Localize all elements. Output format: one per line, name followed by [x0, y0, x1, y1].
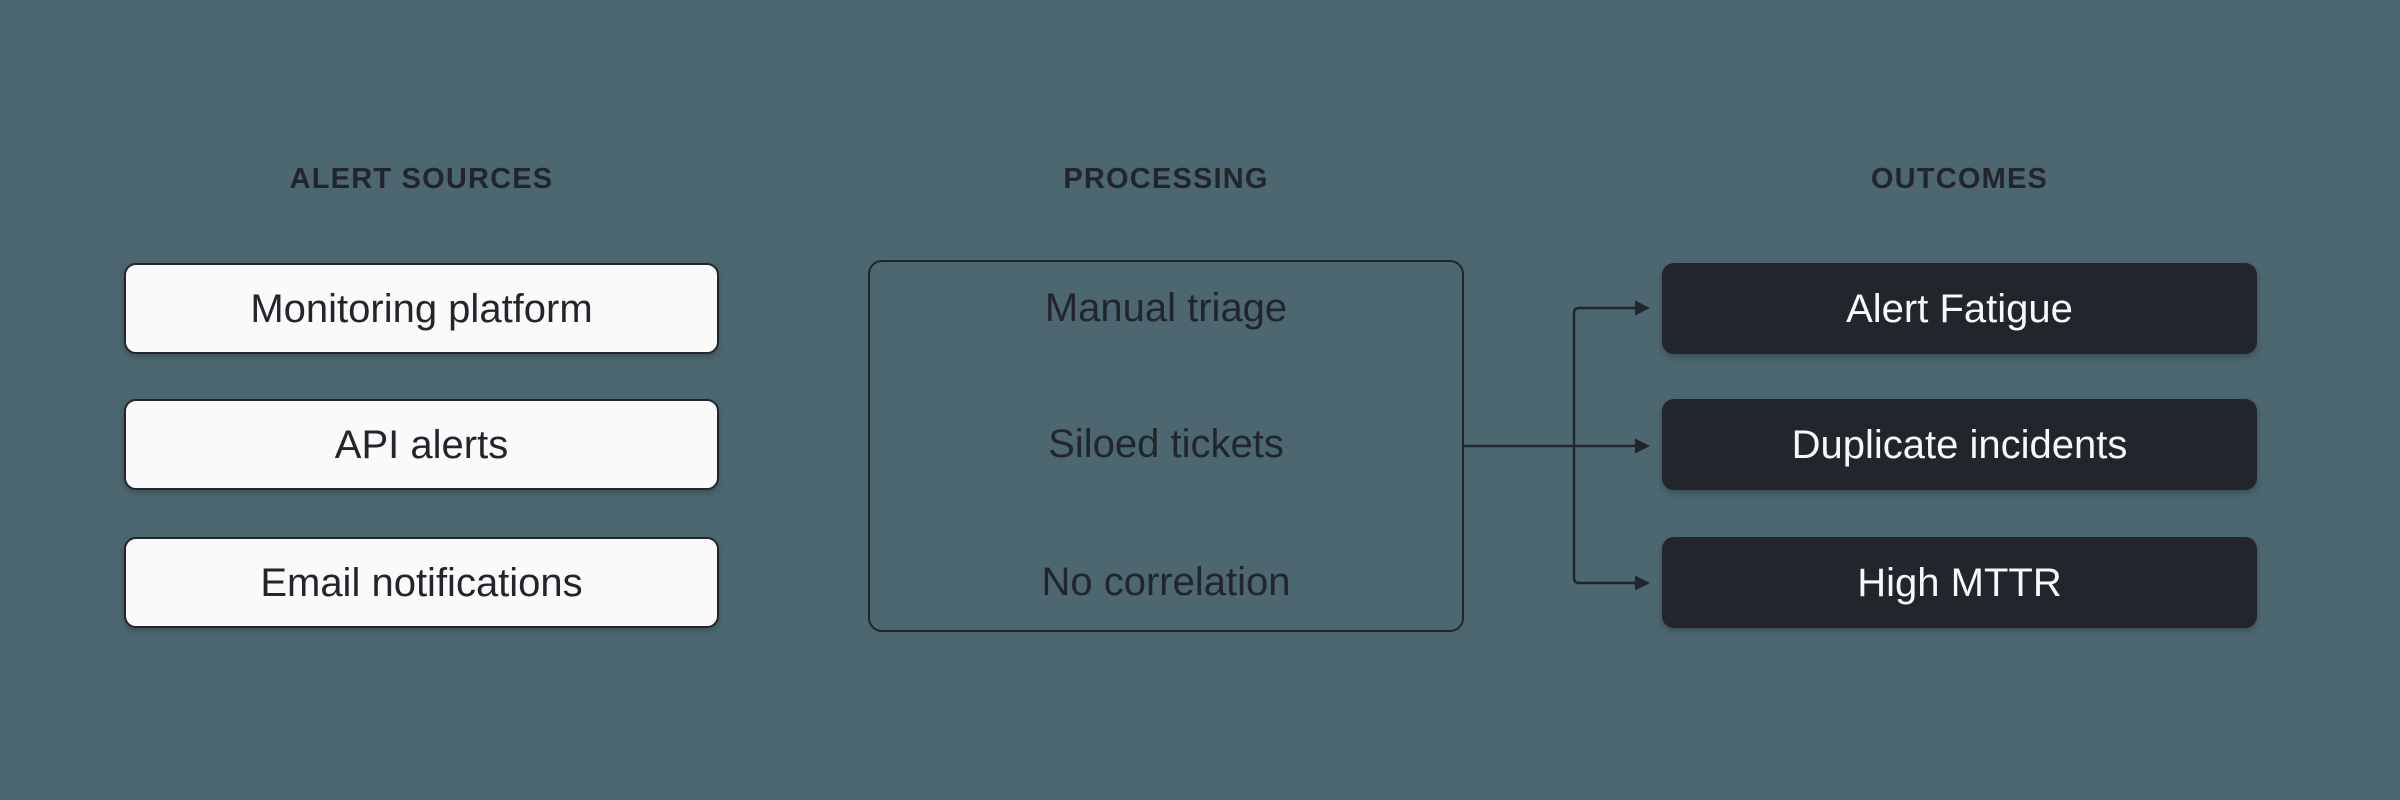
arrowhead-icon-top	[1635, 300, 1650, 316]
processing-item-no-correlation: No correlation	[1041, 560, 1291, 604]
outcome-card-alert-fatigue: Alert Fatigue	[1662, 263, 2257, 354]
source-card-monitoring-platform: Monitoring platform	[124, 263, 719, 354]
arrowhead-icon-middle	[1635, 438, 1650, 454]
arrowhead-icon-bottom	[1635, 575, 1650, 591]
outcome-card-high-mttr: High MTTR	[1662, 537, 2257, 628]
processing-panel: Manual triage Siloed tickets No correlat…	[868, 260, 1464, 632]
processing-item-siloed-tickets: Siloed tickets	[1048, 422, 1284, 466]
connector-line-top	[1572, 306, 1638, 446]
processing-item-manual-triage: Manual triage	[1044, 286, 1288, 330]
source-card-email-notifications: Email notifications	[124, 537, 719, 628]
source-card-api-alerts: API alerts	[124, 399, 719, 490]
column-header-alert-sources: ALERT SOURCES	[289, 163, 554, 195]
connector-line-bottom	[1572, 446, 1638, 585]
column-header-outcomes: OUTCOMES	[1870, 163, 2049, 195]
column-header-processing: PROCESSING	[1063, 163, 1269, 195]
outcome-card-duplicate-incidents: Duplicate incidents	[1662, 399, 2257, 490]
